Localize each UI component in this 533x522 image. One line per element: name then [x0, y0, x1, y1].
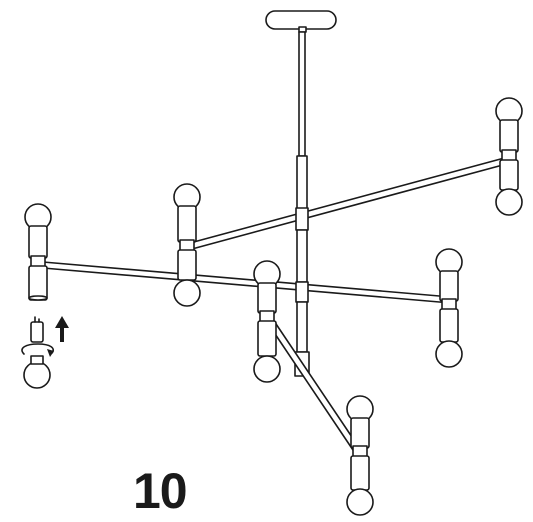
- bulb-center: [253, 260, 281, 383]
- bulb-top-right: [495, 97, 523, 216]
- bulb-bottom: [346, 395, 374, 516]
- bulb-icon: [23, 355, 51, 389]
- central-stem: [294, 31, 310, 377]
- candle-socket-icon: [30, 316, 44, 343]
- bulb-far-left: [24, 203, 52, 301]
- upper-arm: [189, 156, 511, 250]
- step-number: 10: [133, 463, 188, 519]
- ceiling-canopy: [265, 10, 337, 33]
- up-arrow-icon: [55, 316, 69, 342]
- middle-arm: [42, 261, 452, 304]
- rotate-arrow-icon: [21, 343, 54, 357]
- bulb-upper-left: [173, 183, 201, 307]
- bulb-right: [435, 248, 463, 368]
- lower-arm: [262, 311, 363, 457]
